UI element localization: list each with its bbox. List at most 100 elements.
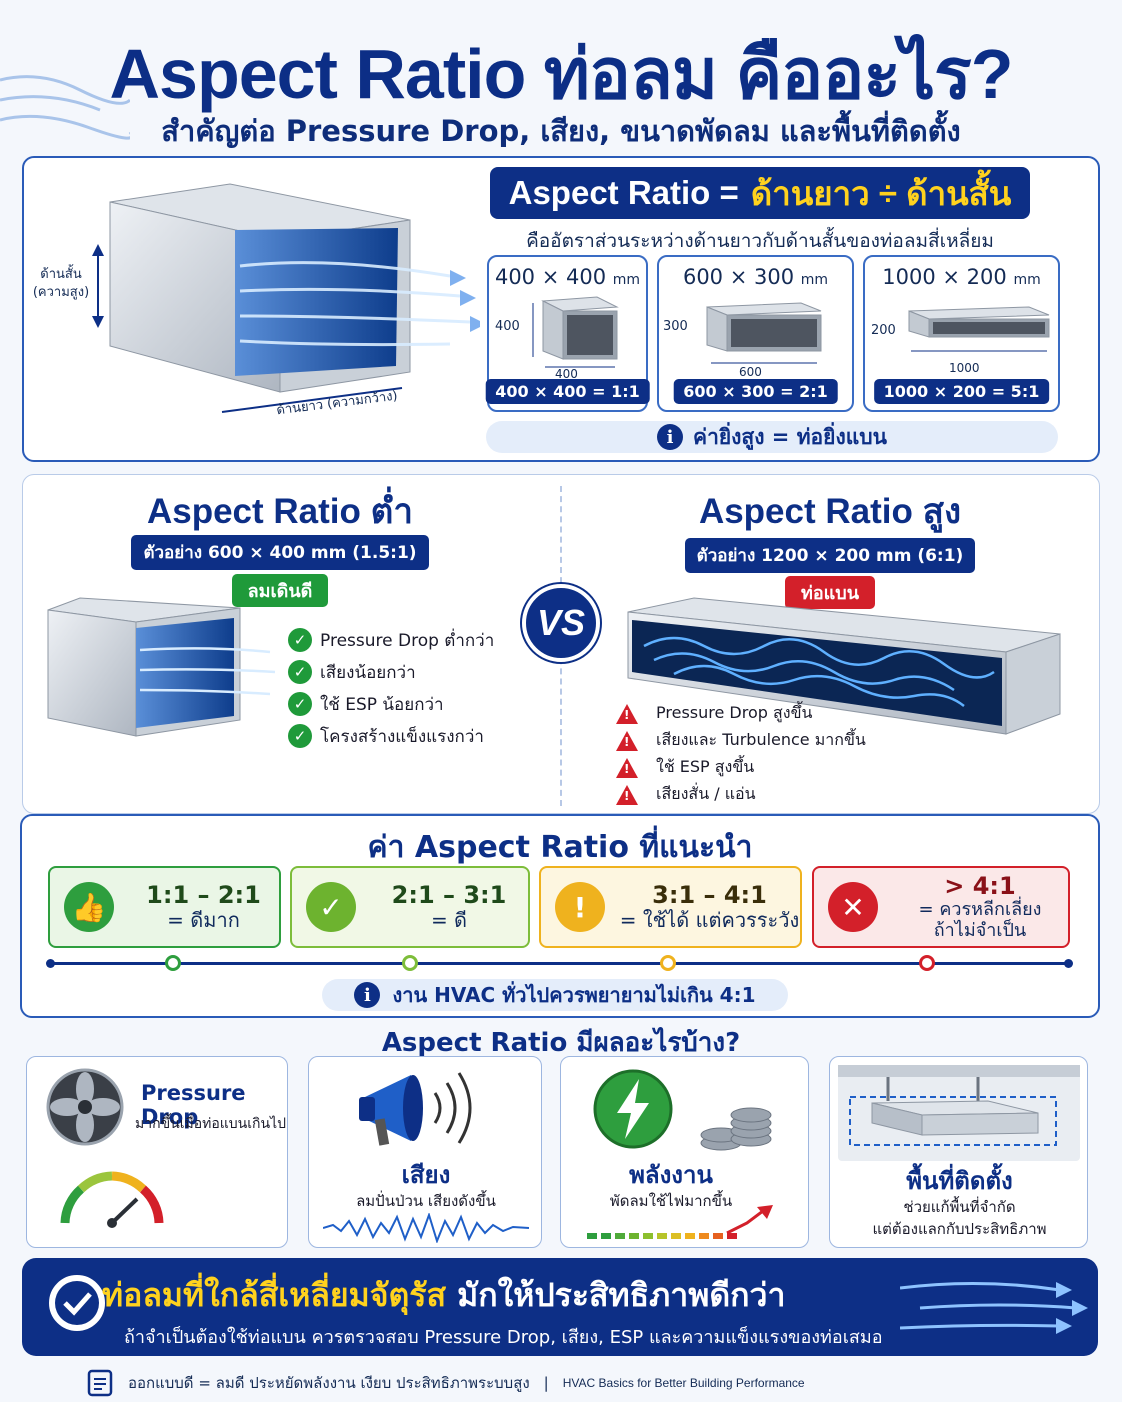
high-ratio-title: Aspect Ratio สูง	[698, 492, 962, 531]
formula-box: Aspect Ratio = ด้านยาว ÷ ด้านสั้น	[490, 167, 1030, 219]
check-icon: ✓	[288, 628, 312, 652]
wind-streaks-icon	[0, 75, 130, 140]
example-result: 400 × 400 = 1:1	[485, 379, 650, 404]
formula-description: คืออัตราส่วนระหว่างด้านยาวกับด้านสั้นของ…	[526, 230, 994, 252]
example-height-label: 200	[871, 323, 896, 338]
wind-arrows-icon	[900, 1281, 1088, 1334]
effect-card-title: พลังงาน	[629, 1161, 713, 1189]
recommend-card-caution: ! 3:1 – 4:1= ใช้ได้ แต่ควรระวัง	[539, 866, 802, 948]
recommend-card-excellent: 👍 1:1 – 2:1= ดีมาก	[48, 866, 281, 948]
rising-energy-bar-icon	[587, 1205, 773, 1239]
rectangular-duct-icon	[706, 302, 822, 364]
check-icon: ✓	[288, 660, 312, 684]
effect-card-noise: เสียง ลมปั่นป่วน เสียงดังขึ้น	[308, 1056, 542, 1248]
footer-tagline: HVAC Basics for Better Building Performa…	[562, 1376, 805, 1390]
hvac-note: i งาน HVAC ทั่วไปควรพยายามไม่เกิน 4:1	[322, 979, 788, 1011]
example-result: 600 × 300 = 2:1	[673, 379, 838, 404]
warning-circle-icon: !	[555, 882, 605, 932]
document-icon	[87, 1369, 113, 1397]
list-item: ✓Pressure Drop ต่ำกว่า	[288, 624, 494, 656]
flat-duct-icon	[908, 306, 1050, 352]
formula-rhs: ด้านยาว ÷ ด้านสั้น	[750, 174, 1012, 212]
warning-icon	[616, 730, 638, 751]
example-unit: mm	[1013, 272, 1041, 288]
high-ratio-list: Pressure Drop สูงขึ้น เสียงและ Turbulenc…	[616, 700, 866, 808]
banner-headline: ท่อลมที่ใกล้สี่เหลี่ยมจัตุรัส มักให้ประส…	[102, 1270, 785, 1321]
example-width-label: 600	[739, 365, 762, 379]
example-card-2: 600 × 300 mm 300 600 600 × 300 = 2:1	[657, 255, 854, 412]
example-unit: mm	[800, 272, 829, 288]
example-height-label: 300	[663, 319, 688, 334]
ceiling-duct-icon	[838, 1065, 1080, 1161]
side-short-label: ด้านสั้น	[40, 267, 82, 282]
effects-title: Aspect Ratio มีผลอะไรบ้าง?	[381, 1028, 741, 1058]
high-ratio-example: ตัวอย่าง 1200 × 200 mm (6:1)	[684, 538, 976, 573]
info-icon: i	[354, 982, 381, 1008]
low-ratio-duct-illustration	[47, 597, 276, 737]
scale-marker	[165, 955, 181, 971]
list-item: เสียงและ Turbulence มากขึ้น	[616, 727, 866, 754]
ratio-note: i ค่ายิ่งสูง = ท่อยิ่งแบน	[486, 421, 1058, 453]
example-result: 1000 × 200 = 5:1	[873, 379, 1050, 404]
low-ratio-title: Aspect Ratio ต่ำ	[146, 492, 414, 531]
example-width-label: 400	[555, 367, 578, 381]
list-item: ✓โครงสร้างแข็งแรงกว่า	[288, 720, 494, 752]
page-subtitle: สำคัญต่อ Pressure Drop, เสียง, ขนาดพัดลม…	[161, 114, 961, 148]
effect-card-sub: พัดลมใช้ไฟมากขึ้น	[609, 1192, 733, 1210]
example-width-label: 1000	[949, 361, 980, 375]
recommend-range: 2:1 – 3:1	[391, 880, 507, 909]
list-item-text: Pressure Drop สูงขึ้น	[656, 703, 813, 722]
example-dim: 600 × 300	[682, 265, 795, 289]
list-item: เสียงสั่น / แอ่น	[616, 781, 866, 808]
recommend-title: ค่า Aspect Ratio ที่แนะนำ	[367, 830, 753, 865]
list-item-text: ใช้ ESP สูงขึ้น	[656, 757, 755, 776]
list-item-text: เสียงและ Turbulence มากขึ้น	[656, 730, 866, 749]
scale-marker	[660, 955, 676, 971]
recommend-desc: = ดี	[430, 908, 468, 933]
banner-headline-highlight: ท่อลมที่ใกล้สี่เหลี่ยมจัตุรัส	[102, 1276, 446, 1314]
effect-card-sub: มากขึ้นเมื่อท่อแบนเกินไป	[135, 1116, 287, 1132]
low-ratio-list: ✓Pressure Drop ต่ำกว่า ✓เสียงน้อยกว่า ✓ใ…	[288, 624, 494, 752]
ratio-note-text: ค่ายิ่งสูง = ท่อยิ่งแบน	[693, 424, 887, 449]
recommend-card-avoid: ✕ > 4:1= ควรหลีกเลี่ยงถ้าไม่จำเป็น	[812, 866, 1070, 948]
example-height-label: 400	[495, 319, 520, 334]
example-unit: mm	[612, 272, 641, 288]
list-item-text: เสียงน้อยกว่า	[320, 662, 416, 683]
effect-card-sub-2: แต่ต้องแลกกับประสิทธิภาพ	[872, 1220, 1047, 1238]
gauge-icon	[60, 1171, 164, 1228]
scale-marker	[919, 955, 935, 971]
thumbs-up-icon: 👍	[64, 882, 114, 932]
scale-marker	[402, 955, 418, 971]
banner-headline-rest: มักให้ประสิทธิภาพดีกว่า	[457, 1276, 786, 1314]
summary-banner	[22, 1258, 1098, 1356]
effect-card-title: พื้นที่ติดตั้ง	[906, 1167, 1013, 1195]
example-card-3: 1000 × 200 mm 200 1000 1000 × 200 = 5:1	[863, 255, 1060, 412]
check-icon: ✓	[288, 692, 312, 716]
warning-icon	[616, 703, 638, 724]
page-title: Aspect Ratio ท่อลม คืออะไร?	[109, 35, 1013, 113]
recommend-card-good: ✓ 2:1 – 3:1= ดี	[290, 866, 530, 948]
vs-badge: VS	[522, 584, 600, 662]
energy-icon	[593, 1069, 772, 1151]
low-ratio-example: ตัวอย่าง 600 × 400 mm (1.5:1)	[131, 535, 429, 570]
check-circle-icon	[49, 1275, 105, 1331]
warning-icon	[616, 784, 638, 805]
info-icon: i	[657, 424, 684, 450]
check-circle-icon: ✓	[306, 882, 356, 932]
example-dim: 1000 × 200	[882, 265, 1007, 289]
list-item-text: เสียงสั่น / แอ่น	[656, 784, 756, 803]
effect-card-sub: ลมปั่นป่วน เสียงดังขึ้น	[356, 1192, 496, 1210]
high-ratio-duct-illustration	[627, 597, 1061, 735]
high-ratio-tag: ท่อแบน	[784, 576, 875, 609]
effect-card-energy: พลังงาน พัดลมใช้ไฟมากขึ้น	[560, 1056, 809, 1248]
footer-divider: |	[543, 1374, 549, 1392]
fan-icon	[46, 1068, 124, 1146]
example-card-1: 400 × 400 mm 400 400 400 × 400 = 1:1	[485, 255, 650, 412]
side-short-sublabel: (ความสูง)	[32, 285, 90, 301]
footer-motto: ออกแบบดี = ลมดี ประหยัดพลังงาน เงียบ ประ…	[128, 1374, 530, 1392]
example-dim: 400 × 400	[494, 265, 607, 289]
check-icon: ✓	[288, 724, 312, 748]
recommend-range: 1:1 – 2:1	[146, 880, 261, 909]
effect-card-title: Pressure Drop	[141, 1081, 246, 1129]
square-duct-icon	[532, 296, 619, 368]
